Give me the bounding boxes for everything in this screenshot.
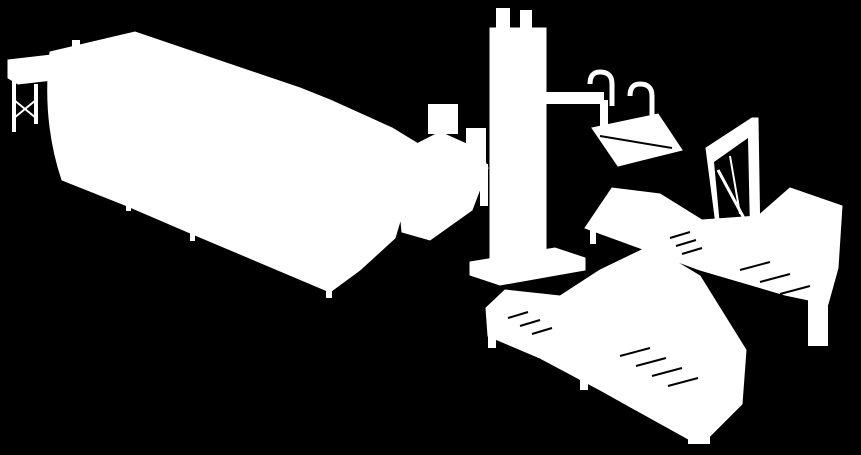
film-reel-frame (705, 117, 761, 245)
transfer-unit (397, 104, 489, 241)
stretch-hood-tunnel (47, 31, 421, 298)
rear-roller-conveyor (584, 187, 843, 346)
robot-column (469, 8, 608, 286)
front-roller-conveyor (485, 245, 747, 444)
gripper-head (587, 69, 683, 167)
